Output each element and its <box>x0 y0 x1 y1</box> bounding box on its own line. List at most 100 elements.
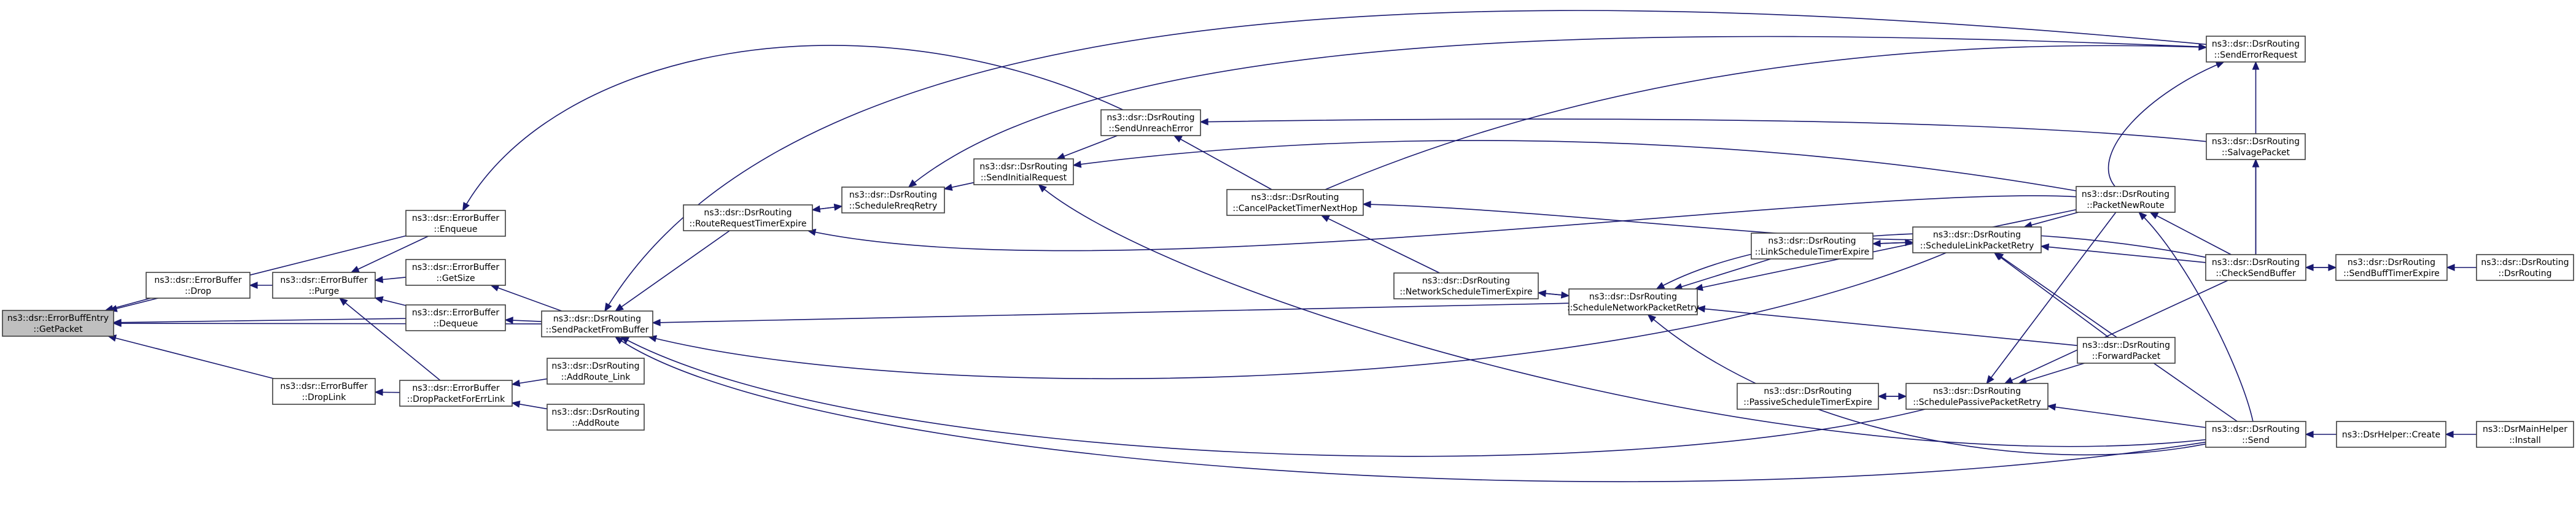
node-label-line: ::SalvagePacket <box>2222 148 2290 158</box>
node-droplink[interactable]: ns3::dsr::ErrorBuffer::DropLink <box>272 378 376 405</box>
node-schedrreq[interactable]: ns3::dsr::DsrRouting::ScheduleRreqRetry <box>841 187 945 213</box>
node-purge[interactable]: ns3::dsr::ErrorBuffer::Purge <box>272 272 376 299</box>
arrowhead <box>2138 211 2147 220</box>
node-dequeue[interactable]: ns3::dsr::ErrorBuffer::Dequeue <box>405 304 506 331</box>
node-label-line: ns3::dsr::DsrRouting <box>2212 137 2300 147</box>
arrowhead <box>943 183 953 191</box>
node-label-line: ns3::dsr::DsrRouting <box>553 314 641 324</box>
node-label-line: ::Drop <box>185 287 211 296</box>
node-label-line: ::Install <box>2509 436 2541 445</box>
node-box <box>1737 383 1879 410</box>
edge-dequeue-to-getpacket <box>113 318 407 323</box>
node-label-line: ::SendBuffTimerExpire <box>2343 269 2440 279</box>
node-label-line: ::DsrRouting <box>2499 269 2552 279</box>
node-box <box>841 187 945 213</box>
node-install[interactable]: ns3::DsrMainHelper::Install <box>2476 421 2574 448</box>
edge-forwardpacket-to-schednet <box>1697 307 2078 346</box>
node-getsize[interactable]: ns3::dsr::ErrorBuffer::GetSize <box>405 259 506 286</box>
edge-packetnewroute-to-senderrreq <box>2107 61 2224 187</box>
node-label-line: ::LinkScheduleTimerExpire <box>1755 247 1869 257</box>
node-getpacket[interactable]: ns3::dsr::ErrorBuffEntry::GetPacket <box>2 310 114 337</box>
node-box <box>399 380 513 407</box>
node-sendfrombuf[interactable]: ns3::dsr::DsrRouting::SendPacketFromBuff… <box>541 310 653 337</box>
node-label-line: ns3::dsr::ErrorBuffer <box>412 383 499 393</box>
node-label-line: ::CheckSendBuffer <box>2216 269 2295 279</box>
node-label-line: ns3::dsr::DsrRouting <box>1764 387 1851 396</box>
edge-checksendbuf-to-schednet <box>1656 233 2206 290</box>
node-label-line: ns3::dsr::DsrRouting <box>2348 258 2435 267</box>
edge-enqueue-to-purge <box>351 236 429 273</box>
node-addroute[interactable]: ns3::dsr::DsrRouting::AddRoute <box>547 404 645 431</box>
node-label-line: ns3::dsr::DsrRouting <box>2212 425 2300 434</box>
arrowhead <box>2305 431 2314 438</box>
node-label-line: ::SendUnreachError <box>1108 124 1193 134</box>
node-label-line: ::AddRoute_Link <box>561 372 631 382</box>
node-box <box>547 358 645 385</box>
node-schedpassive[interactable]: ns3::dsr::DsrRouting::SchedulePassivePac… <box>1905 383 2049 410</box>
node-addroutelink[interactable]: ns3::dsr::DsrRouting::AddRoute_Link <box>547 358 645 385</box>
node-box <box>2335 254 2448 281</box>
node-checksendbuf[interactable]: ns3::dsr::DsrRouting::CheckSendBuffer <box>2205 254 2306 281</box>
node-label-line: ns3::dsr::ErrorBuffer <box>280 275 367 285</box>
arrowhead <box>615 303 624 312</box>
node-box <box>2077 337 2176 364</box>
node-schedlink[interactable]: ns3::dsr::DsrRouting::ScheduleLinkPacket… <box>1912 226 2042 253</box>
node-rreqtimer[interactable]: ns3::dsr::DsrRouting::RouteRequestTimerE… <box>683 204 813 231</box>
edge-cancelpkt-to-sendunreach <box>1173 135 1272 190</box>
edge-packetnewroute-to-rreqtimer <box>807 195 2077 252</box>
node-label-line: ns3::dsr::DsrRouting <box>2082 340 2170 350</box>
node-label-line: ::ScheduleNetworkPacketRetry <box>1567 303 1699 313</box>
node-packetnewroute[interactable]: ns3::dsr::DsrRouting::PacketNewRoute <box>2076 186 2176 213</box>
node-box <box>2205 254 2306 281</box>
edge-netsched-to-cancelpkt <box>1321 215 1440 274</box>
node-droperr[interactable]: ns3::dsr::ErrorBuffer::DropPacketForErrL… <box>399 380 513 407</box>
arrowhead <box>1173 135 1183 143</box>
arrowhead <box>652 318 661 326</box>
node-enqueue[interactable]: ns3::dsr::ErrorBuffer::Enqueue <box>405 210 506 237</box>
node-label-line: ::SendErrorRequest <box>2214 50 2298 60</box>
node-box <box>973 158 1074 185</box>
edge-schedpassive-to-sendfrombuf <box>620 336 1926 457</box>
node-netsched[interactable]: ns3::dsr::DsrRouting::NetworkScheduleTim… <box>1393 272 1539 299</box>
node-label-line: ns3::dsr::DsrRouting <box>1422 276 1510 286</box>
arrowhead <box>374 275 384 283</box>
arrowhead <box>2252 61 2260 70</box>
node-label-line: ::DropPacketForErrLink <box>407 394 505 404</box>
arrowhead <box>1320 215 1330 222</box>
edge-senderrreq-to-schedrreq <box>908 36 2207 188</box>
arrowhead <box>2047 403 2057 411</box>
arrowhead <box>1560 291 1570 299</box>
node-label-line: ::DropLink <box>302 393 347 402</box>
arrowhead <box>1986 375 1994 385</box>
node-box <box>272 272 376 299</box>
arrowhead <box>1994 252 2004 261</box>
node-passivesched[interactable]: ns3::dsr::DsrRouting::PassiveScheduleTim… <box>1737 383 1879 410</box>
arrowhead <box>462 202 470 212</box>
node-box <box>2 310 114 337</box>
node-senderrreq[interactable]: ns3::dsr::DsrRouting::SendErrorRequest <box>2206 36 2306 63</box>
node-linksched[interactable]: ns3::dsr::DsrRouting::LinkScheduleTimerE… <box>1751 233 1874 260</box>
node-label-line: ns3::dsr::DsrRouting <box>979 162 1067 172</box>
edge-packetnewroute-to-sendinit <box>1073 140 2077 191</box>
node-helpercreate[interactable]: ns3::DsrHelper::Create <box>2336 421 2446 448</box>
node-forwardpacket[interactable]: ns3::dsr::DsrRouting::ForwardPacket <box>2077 337 2176 364</box>
node-sendunreach[interactable]: ns3::dsr::DsrRouting::SendUnreachError <box>1100 109 1201 136</box>
node-send[interactable]: ns3::dsr::DsrRouting::Send <box>2205 421 2306 448</box>
node-sendbuftimer[interactable]: ns3::dsr::DsrRouting::SendBuffTimerExpir… <box>2335 254 2448 281</box>
edge-checksendbuf-to-schedpassive <box>2004 280 2228 384</box>
node-dsrrouting[interactable]: ns3::dsr::DsrRouting::DsrRouting <box>2476 254 2574 281</box>
node-schednet[interactable]: ns3::dsr::DsrRouting::ScheduleNetworkPac… <box>1567 288 1699 315</box>
node-cancelpkt[interactable]: ns3::dsr::DsrRouting::CancelPacketTimerN… <box>1226 189 1364 216</box>
arrowhead <box>908 179 917 188</box>
arrowhead <box>2040 243 2050 251</box>
node-label-line: ns3::DsrHelper::Create <box>2342 430 2440 440</box>
node-label-line: ns3::dsr::ErrorBuffer <box>412 308 499 318</box>
node-box <box>2476 421 2574 448</box>
arrowhead <box>338 298 348 306</box>
edge-send-to-sendfrombuf <box>615 336 2206 482</box>
node-sendinit[interactable]: ns3::dsr::DsrRouting::SendInitialRequest <box>973 158 1074 185</box>
node-drop[interactable]: ns3::dsr::ErrorBuffer::Drop <box>146 272 251 299</box>
node-salvage[interactable]: ns3::dsr::DsrRouting::SalvagePacket <box>2206 133 2306 160</box>
node-label-line: ::RouteRequestTimerExpire <box>690 219 807 229</box>
node-label-line: ::Dequeue <box>434 319 478 329</box>
